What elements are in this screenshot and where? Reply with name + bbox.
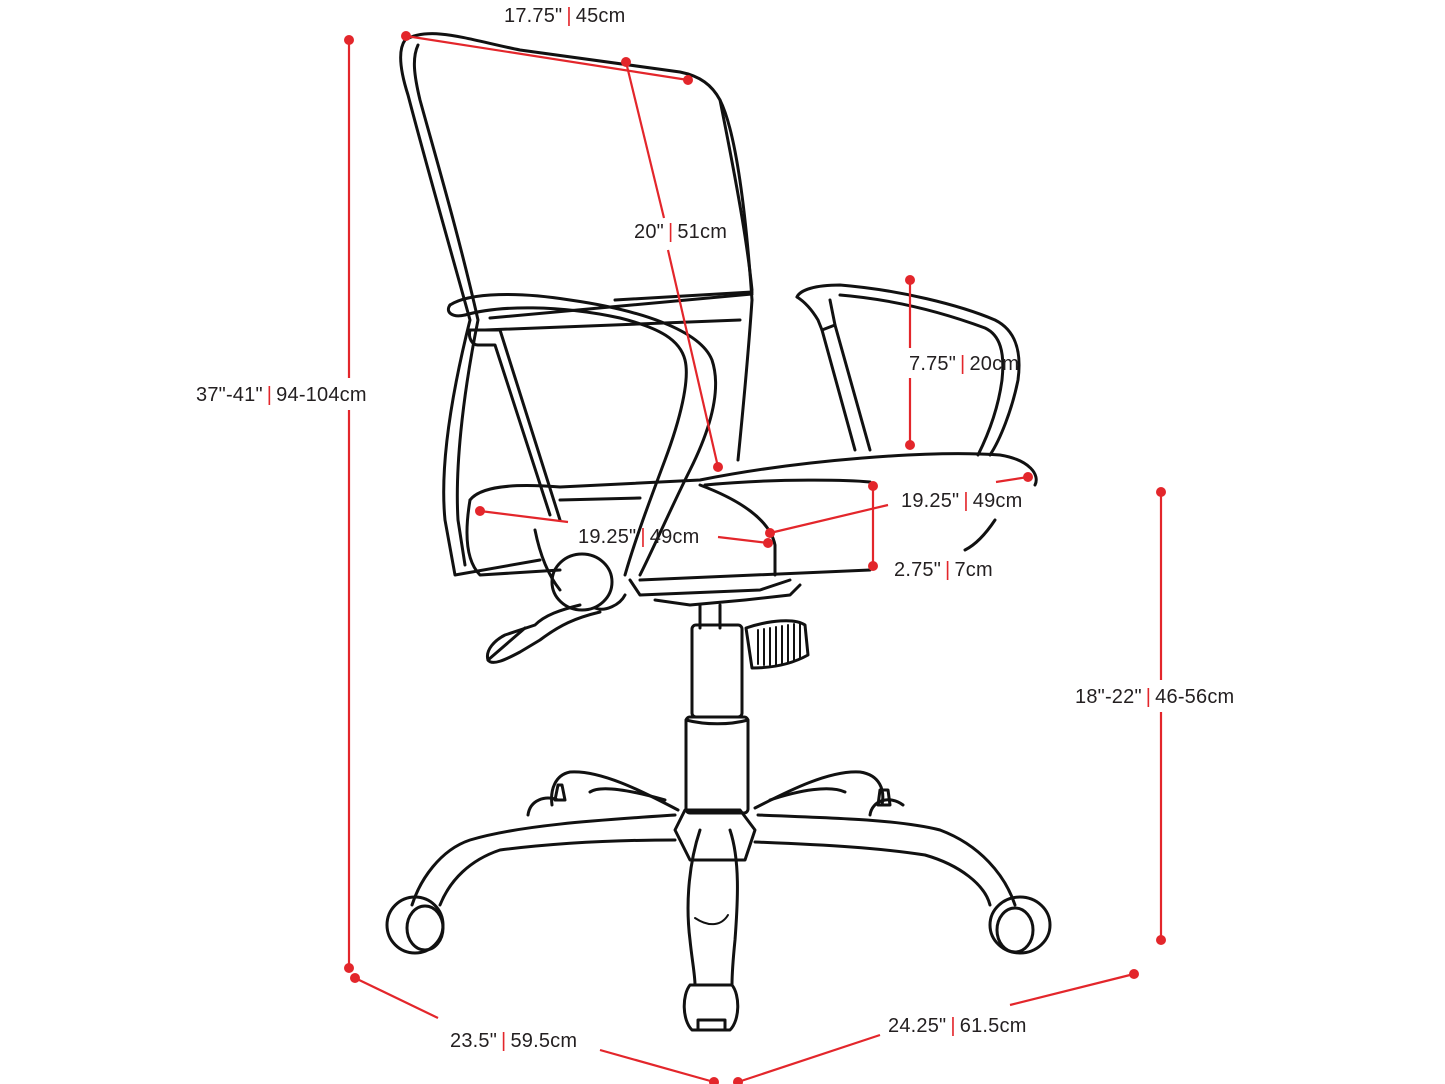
- metric-value: 49cm: [649, 526, 700, 548]
- imperial-value: 19.25": [901, 490, 960, 512]
- metric-value: 46-56cm: [1155, 686, 1235, 708]
- imperial-value: 2.75": [894, 559, 942, 581]
- separator: |: [1145, 686, 1152, 708]
- separator: |: [950, 1015, 956, 1037]
- dim-label-seat-width: 19.25"|49cm: [578, 526, 699, 548]
- metric-value: 7cm: [954, 559, 993, 581]
- dim-label-overall-height: 37"-41"|94-104cm: [196, 384, 367, 406]
- separator: |: [960, 353, 966, 375]
- metric-value: 61.5cm: [959, 1015, 1027, 1037]
- metric-value: 45cm: [575, 5, 626, 27]
- dimension-lines: [344, 31, 1166, 1084]
- left-armrest: [446, 293, 718, 612]
- separator: |: [945, 559, 951, 581]
- imperial-value: 24.25": [888, 1015, 947, 1037]
- dim-label-seat-thickness: 2.75"|7cm: [894, 559, 993, 581]
- separator: |: [501, 1030, 507, 1052]
- metric-value: 51cm: [677, 221, 728, 243]
- separator: |: [266, 384, 273, 406]
- imperial-value: 7.75": [909, 353, 957, 375]
- imperial-value: 37"-41": [196, 384, 263, 406]
- dim-label-backrest-width: 17.75"|45cm: [504, 5, 625, 27]
- metric-value: 20cm: [969, 353, 1020, 375]
- separator: |: [566, 5, 572, 27]
- imperial-value: 17.75": [504, 5, 563, 27]
- dim-label-backrest-height: 20"|51cm: [634, 221, 727, 243]
- right-armrest: [795, 283, 1021, 457]
- imperial-value: 19.25": [578, 526, 637, 548]
- imperial-value: 20": [634, 221, 664, 243]
- dim-label-armrest-height: 7.75"|20cm: [909, 353, 1019, 375]
- dim-label-base-depth: 24.25"|61.5cm: [888, 1015, 1027, 1037]
- backrest: [399, 32, 754, 577]
- separator: |: [640, 526, 646, 548]
- metric-value: 49cm: [972, 490, 1023, 512]
- mechanism: [485, 583, 810, 670]
- dim-label-seat-height: 18"-22"|46-56cm: [1075, 686, 1234, 708]
- gas-cylinder: [684, 623, 750, 815]
- imperial-value: 23.5": [450, 1030, 498, 1052]
- imperial-value: 18"-22": [1075, 686, 1142, 708]
- casters: [385, 783, 1052, 1032]
- metric-value: 59.5cm: [510, 1030, 578, 1052]
- separator: |: [963, 490, 969, 512]
- metric-value: 94-104cm: [276, 384, 367, 406]
- dim-label-base-width: 23.5"|59.5cm: [450, 1030, 577, 1052]
- seat: [465, 452, 1038, 597]
- five-star-base: [410, 770, 1017, 987]
- dim-label-seat-depth: 19.25"|49cm: [901, 490, 1022, 512]
- separator: |: [667, 221, 674, 243]
